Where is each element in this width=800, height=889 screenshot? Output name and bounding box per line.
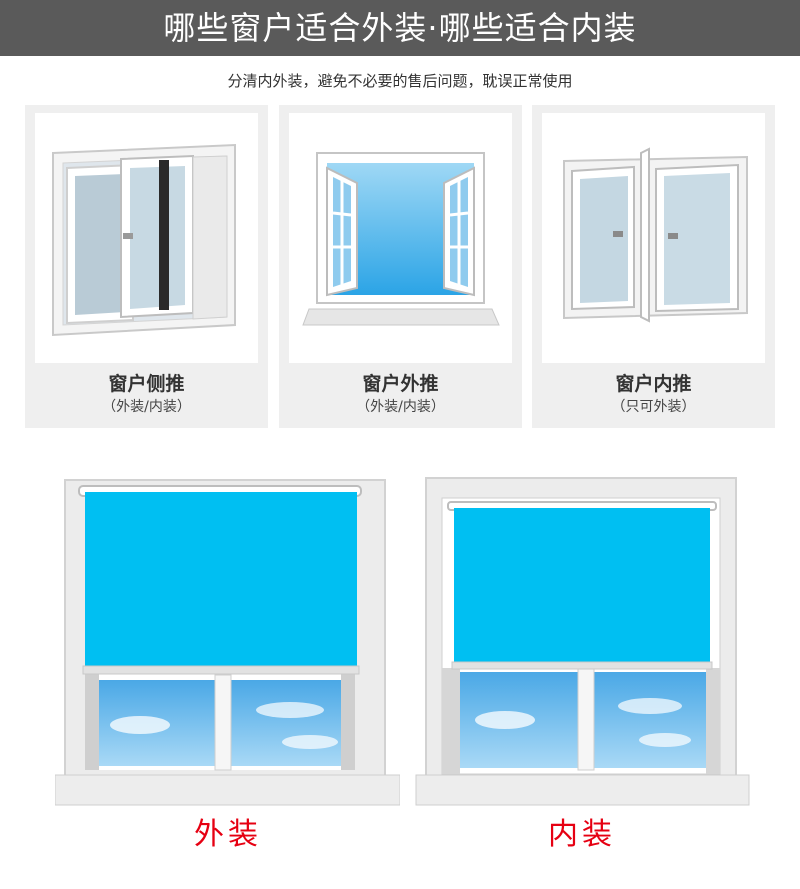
card-sliding-window: 窗户侧推 （外装/内装） [25,105,268,428]
inward-window-graphic [563,147,748,323]
inside-mount-graphic [415,477,750,806]
inward-window-illustration [542,113,765,363]
outside-mount-label: 外装 [194,817,262,852]
outward-window-illustration [289,113,512,363]
outside-mount-graphic [55,479,400,806]
card-inward-window: 窗户内推 （只可外装） [532,105,775,428]
sliding-window-graphic [52,143,236,337]
card-outward-window: 窗户外推 （外装/内装） [279,105,522,428]
window-type-mount: （外装/内装） [102,399,191,415]
outside-mount-scene [55,470,400,810]
outward-window-graphic [302,152,500,326]
window-type-name: 窗户内推 [615,373,692,395]
window-type-mount: （外装/内装） [356,399,445,415]
sliding-window-illustration [35,113,258,363]
page-title-banner: 哪些窗户适合外装·哪些适合内装 [0,0,800,56]
window-type-mount: （只可外装） [611,399,696,415]
window-type-name: 窗户侧推 [108,373,185,395]
page-subtitle: 分清内外装，避免不必要的售后问题，耽误正常使用 [227,72,573,90]
inside-mount-scene [410,470,755,810]
window-type-name: 窗户外推 [362,373,439,395]
page-title: 哪些窗户适合外装·哪些适合内装 [163,9,637,47]
inside-mount-label: 内装 [548,817,616,852]
